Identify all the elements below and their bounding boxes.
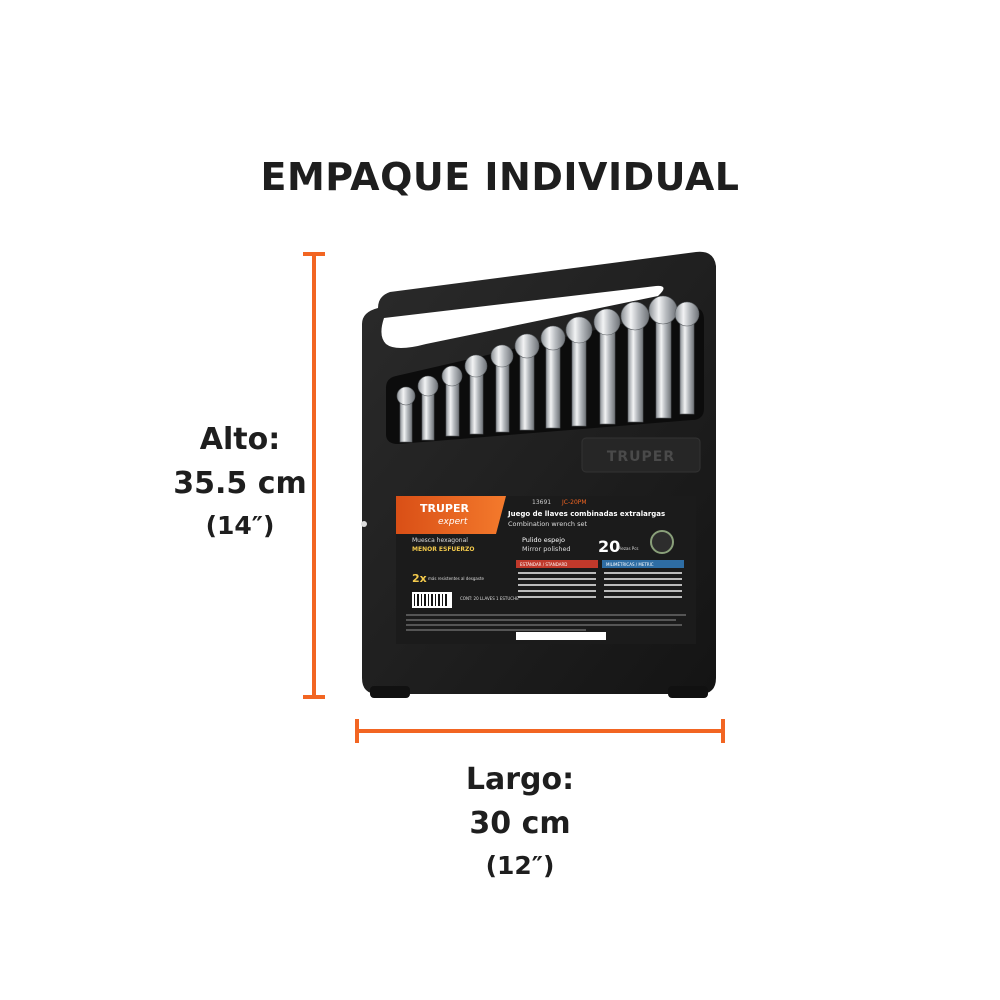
case-foot-right <box>668 686 708 698</box>
label-sub-brand: expert <box>438 517 468 527</box>
height-rule-bottom-cap <box>303 695 325 699</box>
label-seal <box>650 530 674 554</box>
label-fine-print <box>406 614 686 631</box>
label-strength-text: más resistentes al desgaste <box>428 576 485 581</box>
label-code: 13691 <box>532 499 551 506</box>
height-label: Alto: <box>199 422 281 457</box>
label-metric-header-bg <box>602 560 684 568</box>
page-title: EMPAQUE INDIVIDUAL <box>260 155 740 199</box>
width-imperial: (12″) <box>485 851 555 880</box>
label-title-es: Juego de llaves combinadas extralargas <box>507 510 665 518</box>
wrench-case-image: TRUPER TRUPER expert 13691 JC-20PM Juego… <box>361 251 716 698</box>
label-brand: TRUPER <box>420 502 469 515</box>
label-feature-highlight: MENOR ESFUERZO <box>412 546 474 553</box>
width-label: Largo: <box>465 762 575 797</box>
label-finish-es: Pulido espejo <box>522 536 565 544</box>
wrench-window <box>386 307 704 444</box>
width-metric: 30 cm <box>469 806 571 841</box>
width-rule-right-cap <box>721 719 725 743</box>
label-strength-badge: 2x <box>412 572 427 585</box>
label-metric-header: MILIMÉTRICAS / METRIC <box>606 562 654 567</box>
label-pieces-unit: Piezas Pcs <box>618 546 639 551</box>
label-standard-header-bg <box>516 560 598 568</box>
label-pieces: 20 <box>598 537 620 556</box>
label-barcode-bars <box>414 594 447 606</box>
height-dimension: Alto: 35.5 cm (14″) <box>170 418 310 546</box>
height-metric: 35.5 cm <box>173 466 307 501</box>
label-finish-en: Mirror polished <box>522 545 571 553</box>
label-feature-es: Muesca hexagonal <box>412 537 468 544</box>
width-dimension: Largo: 30 cm (12″) <box>440 758 600 886</box>
case-foot-left <box>370 686 410 698</box>
embossed-brand: TRUPER <box>607 449 675 465</box>
product-label: TRUPER expert 13691 JC-20PM Juego de lla… <box>396 496 696 644</box>
label-standard-header: ESTÁNDAR / STANDARD <box>520 562 567 567</box>
hinge-dot <box>361 521 367 527</box>
label-size-table <box>518 572 682 598</box>
wrenches <box>396 295 700 443</box>
handle-cutout <box>381 285 664 348</box>
label-model: JC-20PM <box>561 499 587 506</box>
height-imperial: (14″) <box>205 511 275 540</box>
label-title-en: Combination wrench set <box>508 520 588 528</box>
label-contents: CONT: 20 LLAVES 1 ESTUCHE <box>460 596 519 601</box>
embossed-plate <box>581 437 701 473</box>
label-white-strip <box>516 632 606 640</box>
height-rule-line <box>312 252 316 698</box>
width-rule-line <box>355 729 725 733</box>
